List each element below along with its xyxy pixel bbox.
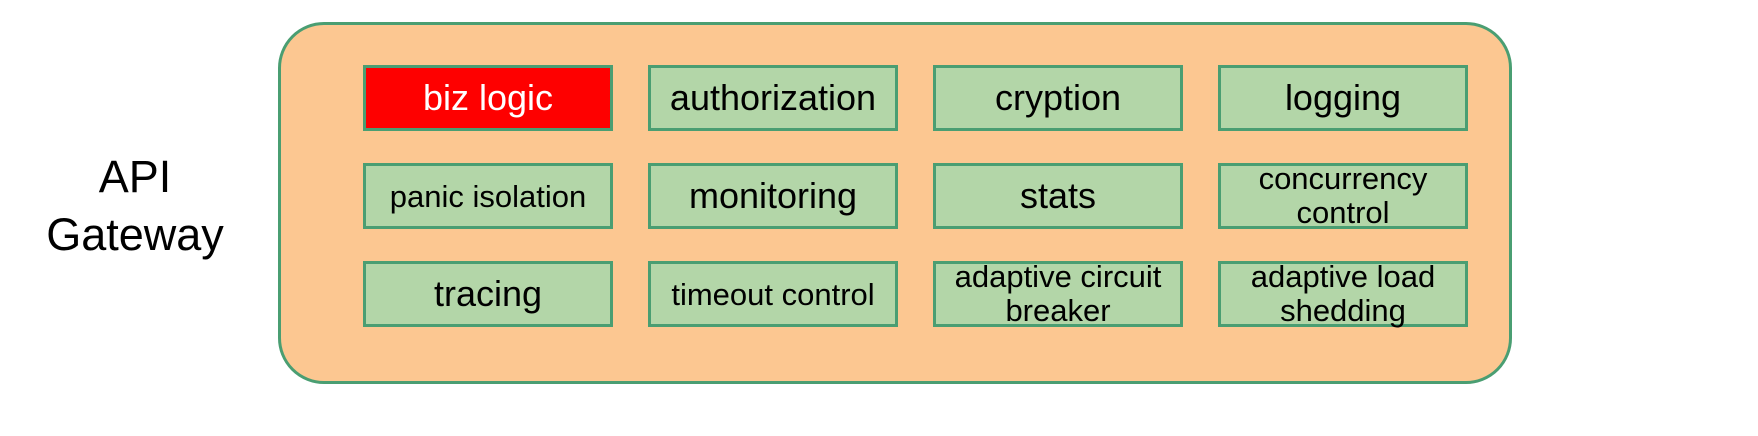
capability-box-adaptive-load-shedding[interactable]: adaptive load shedding xyxy=(1218,259,1468,328)
capability-box-biz-logic[interactable]: biz logic xyxy=(363,65,613,131)
capability-box-label: panic isolation xyxy=(389,178,587,214)
capability-box-label: authorization xyxy=(669,77,877,118)
api-gateway-side-label: API Gateway xyxy=(46,151,224,260)
capability-box-monitoring[interactable]: monitoring xyxy=(648,163,898,229)
capability-box-label: adaptive circuit breaker xyxy=(954,259,1162,328)
capability-box-label: timeout control xyxy=(671,276,875,312)
capability-box-logging[interactable]: logging xyxy=(1218,65,1468,131)
capability-box-label: monitoring xyxy=(688,175,858,216)
capability-box-label: concurrency control xyxy=(1258,161,1428,230)
capability-box-panic-isolation[interactable]: panic isolation xyxy=(363,163,613,229)
capability-box-concurrency-control[interactable]: concurrency control xyxy=(1218,161,1468,230)
capability-box-tracing[interactable]: tracing xyxy=(363,261,613,327)
capability-box-label: logging xyxy=(1284,77,1402,118)
capability-box-timeout-control[interactable]: timeout control xyxy=(648,261,898,327)
capability-box-adaptive-circuit-breaker[interactable]: adaptive circuit breaker xyxy=(933,259,1183,328)
capability-box-cryption[interactable]: cryption xyxy=(933,65,1183,131)
capability-box-label: cryption xyxy=(994,77,1122,118)
capability-box-stats[interactable]: stats xyxy=(933,163,1183,229)
capability-box-authorization[interactable]: authorization xyxy=(648,65,898,131)
capability-box-label: tracing xyxy=(433,273,543,314)
capability-box-label: adaptive load shedding xyxy=(1250,259,1436,328)
capability-box-label: stats xyxy=(1019,175,1097,216)
capability-box-label: biz logic xyxy=(422,77,554,118)
api-gateway-panel: biz logic authorization cryption logging pan… xyxy=(278,22,1512,384)
